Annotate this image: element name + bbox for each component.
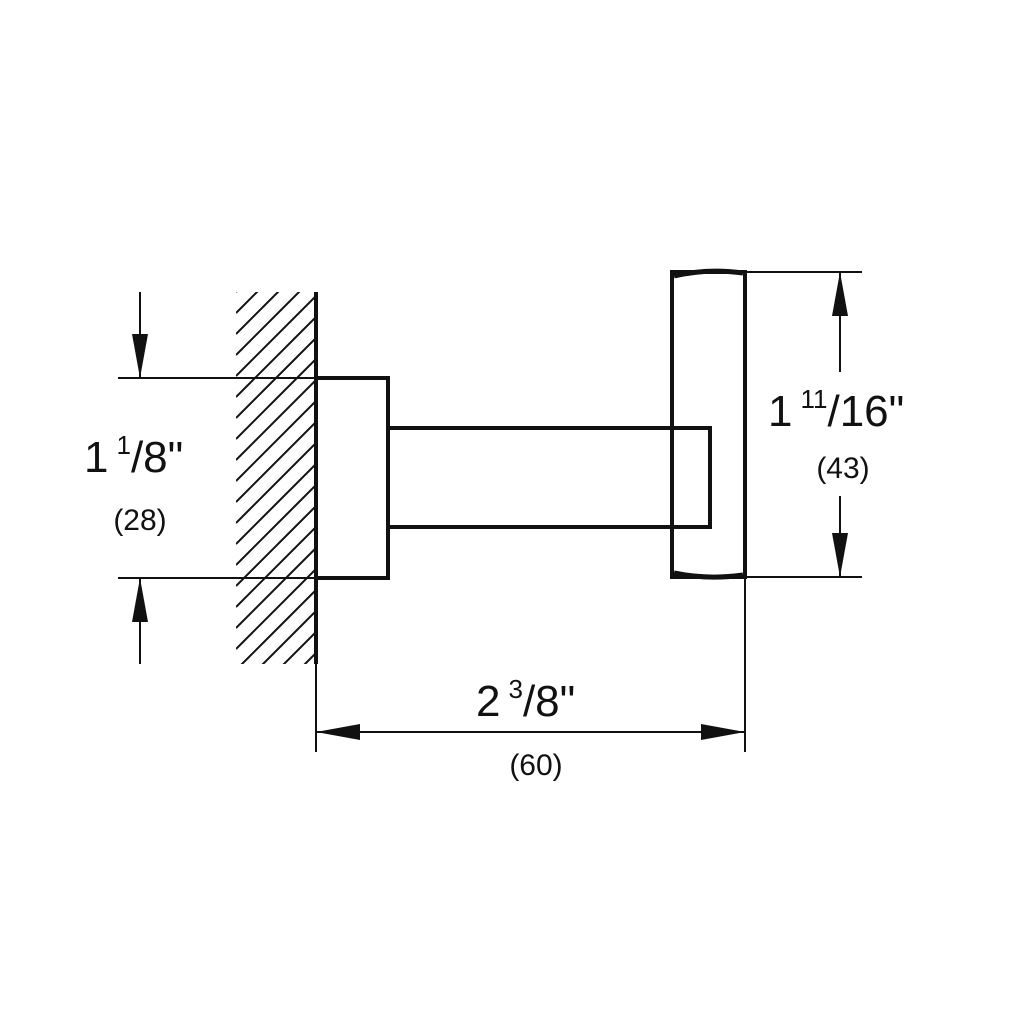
hatch-line [236, 505, 316, 587]
hatch-line [236, 400, 316, 482]
base-bottom-arrowhead [132, 578, 148, 622]
hatch-line [236, 442, 316, 524]
projection-left-arrowhead [316, 724, 360, 740]
projection-dimension [315, 577, 746, 752]
hook-arm [386, 426, 712, 529]
hook-bottom-arrowhead [832, 533, 848, 577]
hook-end-cap [670, 270, 747, 579]
projection-denominator: /8" [523, 677, 575, 726]
end-cap-bottom-highlight [673, 570, 744, 580]
wall [236, 292, 318, 664]
hatch-line [236, 568, 316, 650]
projection-right-arrowhead [701, 724, 745, 740]
base-height-numerator: 1 [116, 430, 130, 460]
base-height-denominator: /8" [131, 433, 183, 482]
base-height-whole: 1 [84, 433, 108, 482]
hatch-line [236, 292, 259, 314]
hatch-line [236, 547, 316, 629]
hatch-line [236, 292, 280, 335]
hatch-line [236, 526, 316, 608]
hatch-line [303, 652, 316, 664]
hatch-line [236, 292, 301, 356]
hook-height-numerator: 11 [800, 384, 827, 414]
hatch-line [236, 292, 238, 293]
base-height-dimension [118, 292, 316, 664]
hatch-line [240, 589, 316, 664]
hook-height-whole: 1 [768, 387, 792, 436]
hatch-line [236, 295, 316, 377]
hook-product [314, 268, 747, 580]
hatch-line [236, 421, 316, 503]
base-height-metric: (28) [113, 504, 166, 537]
hatch-line [236, 484, 316, 566]
hatch-line [236, 316, 316, 398]
hook-height-denominator: /16" [827, 387, 904, 436]
base-top-arrowhead [132, 334, 148, 378]
hook-height-dimension [745, 271, 862, 578]
projection-metric: (60) [509, 749, 562, 782]
end-cap-top-highlight [673, 268, 744, 279]
hook-top-arrowhead [832, 272, 848, 316]
hook-height-metric: (43) [816, 452, 869, 485]
projection-numerator: 3 [508, 674, 522, 704]
hatch-line [236, 463, 316, 545]
hatch-line [282, 631, 316, 664]
hatch-line [236, 358, 316, 440]
hatch-line [236, 379, 316, 461]
wall-hatching [236, 292, 316, 664]
projection-whole: 2 [476, 677, 500, 726]
hatch-line [261, 610, 316, 664]
mounting-base [314, 376, 390, 580]
